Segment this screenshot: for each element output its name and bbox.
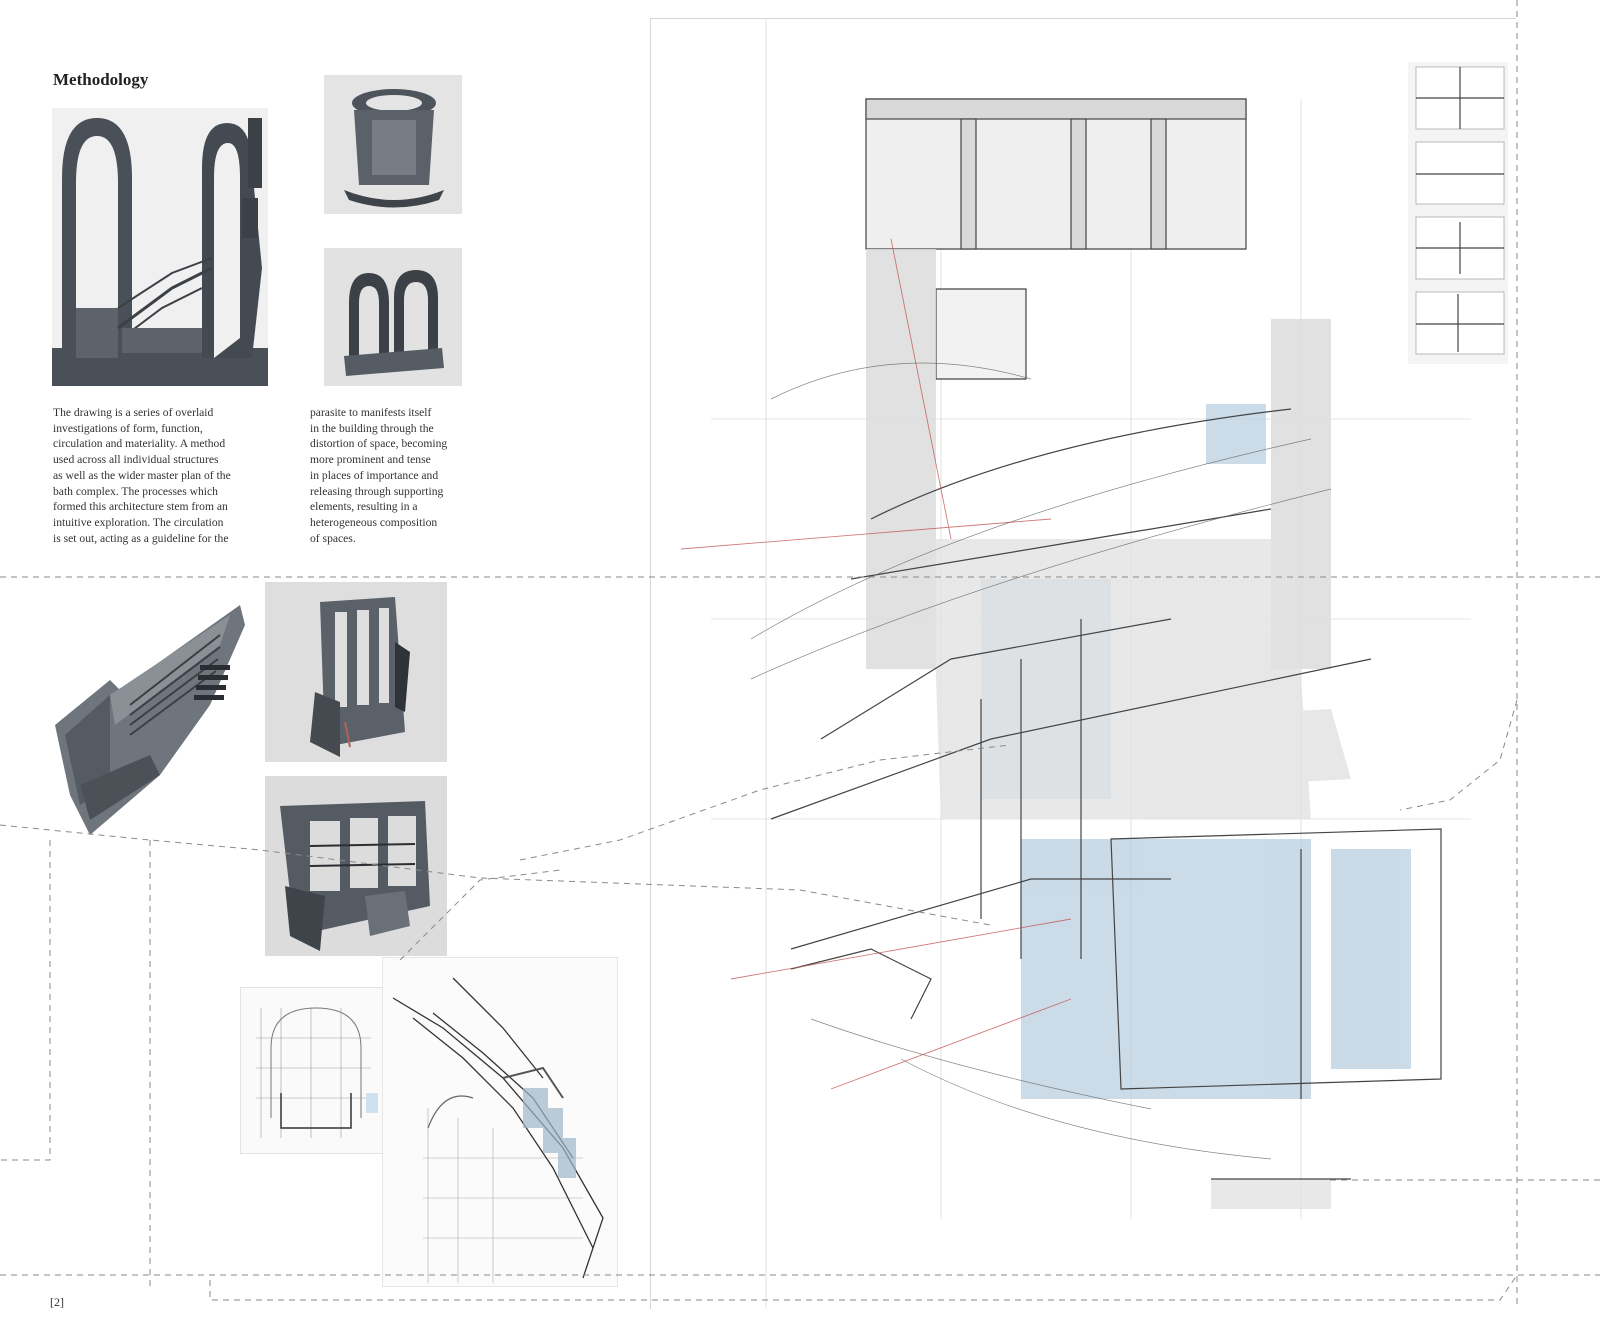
model-photo-arch-large (52, 108, 268, 386)
methodology-paragraph-right: parasite to manifests itself in the buil… (310, 405, 465, 546)
paragraph-line: in the building through the (310, 421, 434, 435)
paragraph-line: circulation and materiality. A method (53, 437, 226, 451)
wall-model-icon (280, 801, 430, 951)
sketch-icon (256, 1007, 378, 1138)
paragraph-line: is set out, acting as a guideline for th… (53, 531, 229, 545)
double-arch-model-icon (344, 270, 444, 376)
paragraph-line: formed this architecture stem from an (53, 500, 228, 514)
main-overlay-drawing (650, 18, 1516, 1309)
methodology-paragraph-left: The drawing is a series of overlaid inve… (53, 405, 267, 546)
paragraph-line: used across all individual structures (53, 453, 219, 467)
model-photo-wall-1 (265, 582, 447, 762)
paragraph-line: investigations of form, function, (53, 421, 203, 435)
paragraph-line: elements, resulting in a (310, 500, 418, 514)
sketch-pencil-perspective (382, 957, 618, 1287)
sketch-arch-section (240, 987, 384, 1154)
paragraph-line: distortion of space, becoming (310, 437, 448, 451)
page-title: Methodology (53, 70, 149, 89)
stair-model-icon (55, 605, 245, 835)
sketch-icon (392, 977, 604, 1283)
paragraph-line: of spaces. (310, 531, 356, 545)
paragraph-line: parasite to manifests itself (310, 406, 432, 419)
paragraph-line: The drawing is a series of overlaid (53, 406, 214, 419)
paragraph-line: in places of importance and (310, 468, 439, 482)
arch-model-icon (52, 118, 268, 386)
model-photo-wall-2 (265, 776, 447, 956)
sequence-icon (1415, 66, 1505, 355)
paragraph-line: releasing through supporting (310, 484, 444, 498)
model-photo-ring-top (324, 75, 462, 214)
paragraph-line: intuitive exploration. The circulation (53, 515, 224, 529)
ring-model-icon (344, 89, 444, 208)
paragraph-line: bath complex. The processes which (53, 484, 218, 498)
wall-model-icon (310, 597, 410, 757)
plan-drawing-icon (680, 19, 1471, 1309)
sequence-thumbnails (1408, 62, 1508, 364)
paragraph-line: more prominent and tense (310, 453, 431, 467)
page-number: [2] (50, 1295, 64, 1309)
paragraph-line: as well as the wider master plan of the (53, 468, 231, 482)
model-cutout-stair (50, 585, 250, 840)
paragraph-line: heterogeneous composition (310, 515, 438, 529)
model-photo-double-arch (324, 248, 462, 386)
